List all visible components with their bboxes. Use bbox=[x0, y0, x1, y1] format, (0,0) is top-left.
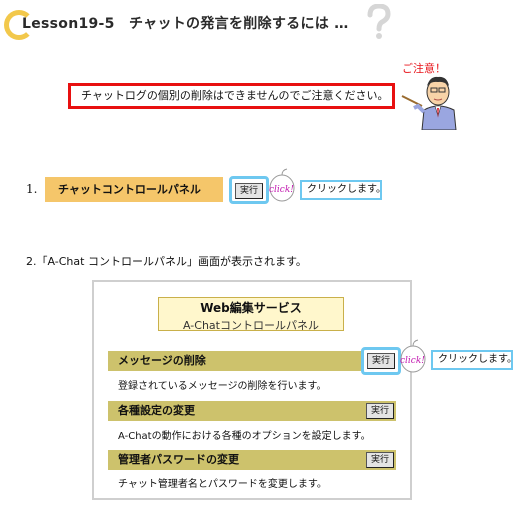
control-panel-tag: チャットコントロールパネル bbox=[45, 177, 223, 202]
section-delete-messages: メッセージの削除 bbox=[108, 351, 396, 371]
execute-highlight: 実行 bbox=[229, 176, 269, 204]
lesson-logo-icon bbox=[4, 10, 34, 40]
click-mouse-icon: click! bbox=[269, 168, 295, 202]
step-number-1: 1. bbox=[26, 182, 38, 196]
delete-messages-execute-button[interactable]: 実行 bbox=[367, 353, 395, 369]
section-delete-messages-description: 登録されているメッセージの削除を行います。 bbox=[118, 381, 327, 392]
click-label: click! bbox=[269, 185, 294, 195]
execute-highlight: 実行 bbox=[361, 347, 401, 375]
execute-button[interactable]: 実行 bbox=[235, 183, 263, 199]
notice-banner: チャットログの個別の削除はできませんのでご注意ください。 bbox=[68, 83, 395, 109]
admin-password-execute-button[interactable]: 実行 bbox=[366, 452, 394, 468]
caution-label: ご注意！ bbox=[402, 62, 446, 75]
section-admin-password: 管理者パスワードの変更 bbox=[108, 450, 396, 470]
question-mark-icon bbox=[367, 4, 391, 39]
section-admin-password-description: チャット管理者名とパスワードを変更します。 bbox=[118, 479, 327, 490]
click-callout: クリックします。 bbox=[431, 350, 517, 370]
section-settings-description: A-Chatの動作における各種のオプションを設定します。 bbox=[118, 431, 371, 442]
section-settings: 各種設定の変更 bbox=[108, 401, 396, 421]
panel-title: Web編集サービス bbox=[200, 301, 302, 315]
panel-header: Web編集サービス A-Chatコントロールパネル bbox=[158, 297, 344, 332]
page-title: Lesson19-5 チャットの発言を削除するには … bbox=[22, 16, 349, 32]
click-callout: クリックします。 bbox=[300, 180, 386, 200]
step-2-description: 2.「A-Chat コントロールパネル」画面が表示されます。 bbox=[26, 255, 307, 268]
click-label: click! bbox=[400, 356, 425, 366]
settings-execute-button[interactable]: 実行 bbox=[366, 403, 394, 419]
click-mouse-icon: click! bbox=[400, 339, 426, 373]
panel-subtitle: A-Chatコントロールパネル bbox=[183, 319, 319, 332]
teacher-pointing-icon bbox=[401, 76, 457, 130]
